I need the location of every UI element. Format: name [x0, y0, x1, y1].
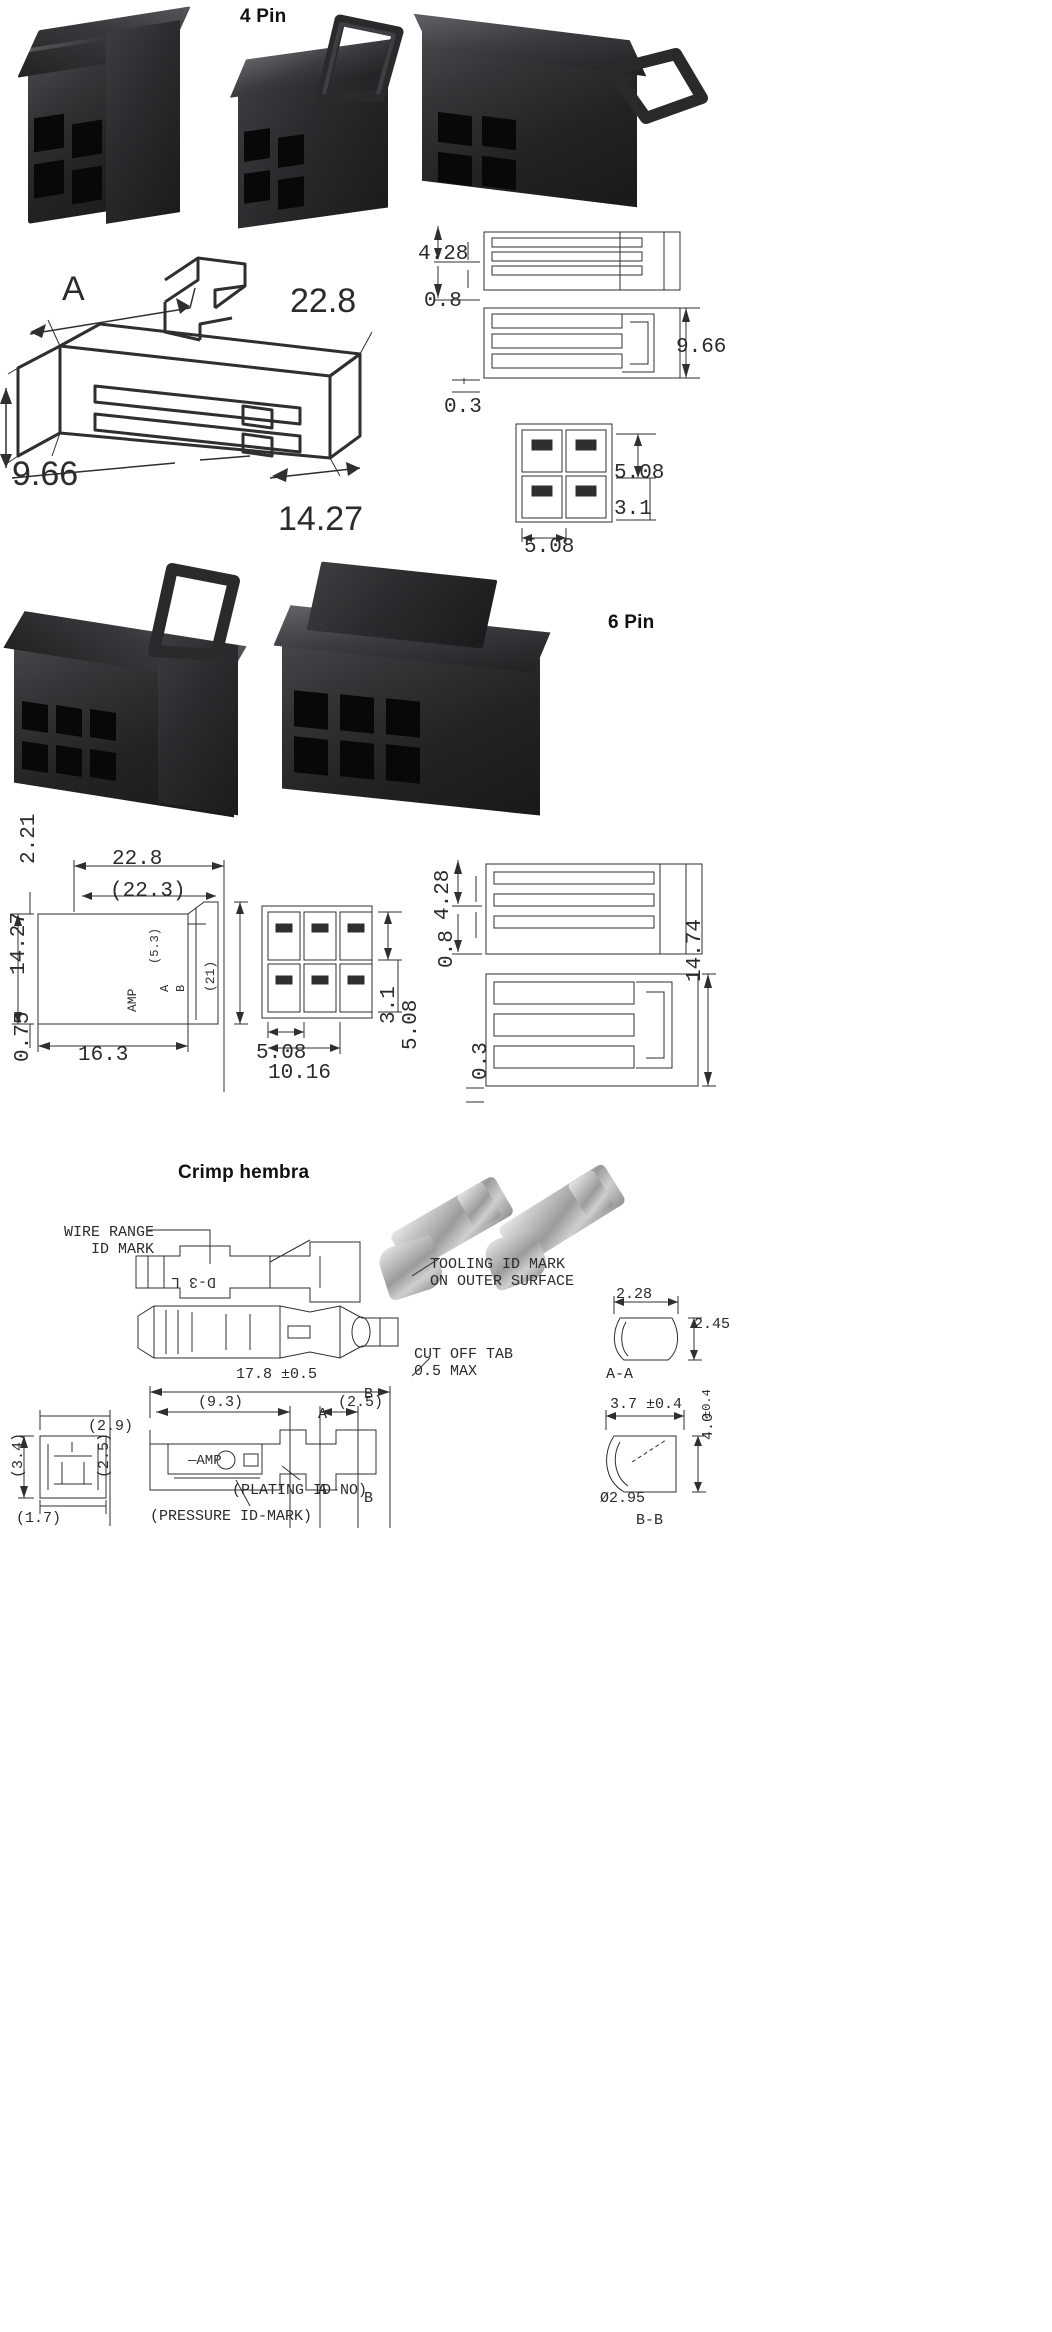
dim-4pin-end-5-08-a: 5.08	[614, 462, 665, 485]
dim-6pin-0-75: 0.75	[12, 1011, 35, 1062]
dim-section-aa-2-45: 2.45	[694, 1316, 731, 1333]
side-views-6pin	[452, 860, 716, 1103]
callout-cut-off-tab-line2: 0.5 MAX	[414, 1363, 478, 1380]
dim-4pin-14-27: 14.27	[278, 500, 364, 538]
dim-6pin-end-5-08-a: 5.08	[256, 1042, 307, 1065]
front-drawing-6pin: AMP A B (5.3) (21)	[12, 860, 248, 1092]
section-aa-drawing	[613, 1296, 702, 1361]
dim-4pin-9-66-side: 9.66	[676, 336, 727, 359]
dim-crimp-overall: 17.8 ±0.5	[236, 1366, 318, 1383]
crimp-top-drawing: D-3 L	[135, 1239, 361, 1303]
callout-leader-lines	[148, 1229, 441, 1507]
ortho-views-4pin	[434, 226, 700, 393]
crimp-profile-drawing	[137, 1305, 399, 1359]
dim-6pin-end-3-1: 3.1	[378, 986, 401, 1024]
callout-cut-off-tab-line1: CUT OFF TAB	[414, 1346, 514, 1363]
label-section-aa: A-A	[606, 1366, 634, 1383]
svg-text:AMP: AMP	[125, 988, 140, 1012]
svg-text:—AMP: —AMP	[187, 1453, 222, 1469]
marker-crimp-B-bottom: B	[364, 1490, 374, 1507]
svg-text:(5.3): (5.3)	[148, 928, 162, 964]
callout-wire-range-line2: ID MARK	[91, 1241, 155, 1258]
iso-drawing-4pin	[0, 256, 373, 482]
latch-arm-6pin	[148, 563, 240, 661]
dim-crimp-left-1-7: (1.7)	[16, 1510, 62, 1527]
dim-section-bb-dia: Ø2.95	[600, 1490, 646, 1507]
dim-4pin-A: A	[62, 270, 85, 308]
dim-4pin-4-28: 4.28	[418, 243, 469, 266]
callout-cut-off-tab: CUT OFF TAB 0.5 MAX	[414, 1346, 513, 1380]
dim-6pin-side-0-8: 0.8	[436, 930, 459, 968]
latch-arm-4pin	[316, 14, 404, 102]
callout-wire-range-line1: WIRE RANGE	[64, 1224, 155, 1241]
callout-pressure-id: (PRESSURE ID-MARK)	[150, 1508, 313, 1525]
dim-6pin-end-10-16: 10.16	[268, 1062, 332, 1085]
dim-crimp-tab: (2.5)	[338, 1394, 384, 1411]
svg-text:D-3 L: D-3 L	[171, 1273, 216, 1290]
label-section-bb: B-B	[636, 1512, 664, 1529]
dim-4pin-9-66: 9.66	[12, 455, 79, 493]
crimp-left-section	[18, 1410, 111, 1526]
callout-wire-range: WIRE RANGE ID MARK	[64, 1224, 154, 1258]
crimp-dimension-drawing: —AMP	[149, 1386, 391, 1528]
dim-section-aa-2-28: 2.28	[616, 1286, 653, 1303]
dim-6pin-22-8: 22.8	[112, 848, 163, 871]
dim-6pin-end-5-08-b: 5.08	[400, 999, 423, 1050]
dim-crimp-body: (9.3)	[198, 1394, 244, 1411]
dim-6pin-side-0-3: 0.3	[470, 1042, 493, 1080]
marker-crimp-B-top: B	[364, 1386, 374, 1403]
photo-4pin-right-angle	[413, 13, 720, 228]
section-title-6pin: 6 Pin	[608, 612, 655, 633]
dim-6pin-14-27: 14.27	[8, 911, 31, 975]
dim-4pin-0-3: 0.3	[444, 396, 482, 419]
callout-tooling-id-line2: ON OUTER SURFACE	[430, 1273, 575, 1290]
section-title-4pin: 4 Pin	[240, 6, 287, 27]
end-view-4pin	[515, 423, 656, 542]
dim-4pin-end-3-1: 3.1	[614, 498, 652, 521]
dim-6pin-22-3: (22.3)	[110, 880, 186, 903]
end-view-6pin	[261, 905, 402, 1054]
callout-tooling-id-line1: TOOLING ID MARK	[430, 1256, 566, 1273]
latch-arm-4pin-right	[606, 48, 708, 124]
marker-crimp-A-top: A	[318, 1406, 328, 1423]
dim-crimp-left-2-9: (2.9)	[88, 1418, 134, 1435]
dim-6pin-16-3: 16.3	[78, 1044, 129, 1067]
svg-text:A: A	[158, 984, 172, 992]
section-bb-drawing	[605, 1410, 706, 1493]
dim-4pin-0-8: 0.8	[424, 290, 462, 313]
dim-6pin-side-4-28: 4.28	[432, 869, 455, 920]
dim-section-bb-3-7: 3.7 ±0.4	[610, 1396, 683, 1413]
photo-6pin-latch-view	[3, 555, 268, 835]
section-title-crimp: Crimp hembra	[178, 1162, 310, 1183]
dim-4pin-end-5-08-b: 5.08	[524, 536, 575, 559]
photo-4pin-latch-view	[228, 10, 418, 230]
svg-text:(21): (21)	[203, 961, 218, 992]
marker-crimp-A-bottom: A	[318, 1482, 328, 1499]
callout-plating-id: (PLATING ID-NO)	[232, 1482, 368, 1499]
dim-4pin-22-8: 22.8	[290, 282, 357, 320]
callout-tooling-id: TOOLING ID MARK ON OUTER SURFACE	[430, 1256, 574, 1290]
dim-6pin-side-14-74: 14.74	[684, 918, 707, 982]
photo-4pin-front-left	[10, 6, 205, 227]
svg-text:B: B	[174, 985, 188, 992]
dim-6pin-2-21: 2.21	[18, 813, 41, 864]
photo-6pin-front-view	[273, 552, 578, 834]
